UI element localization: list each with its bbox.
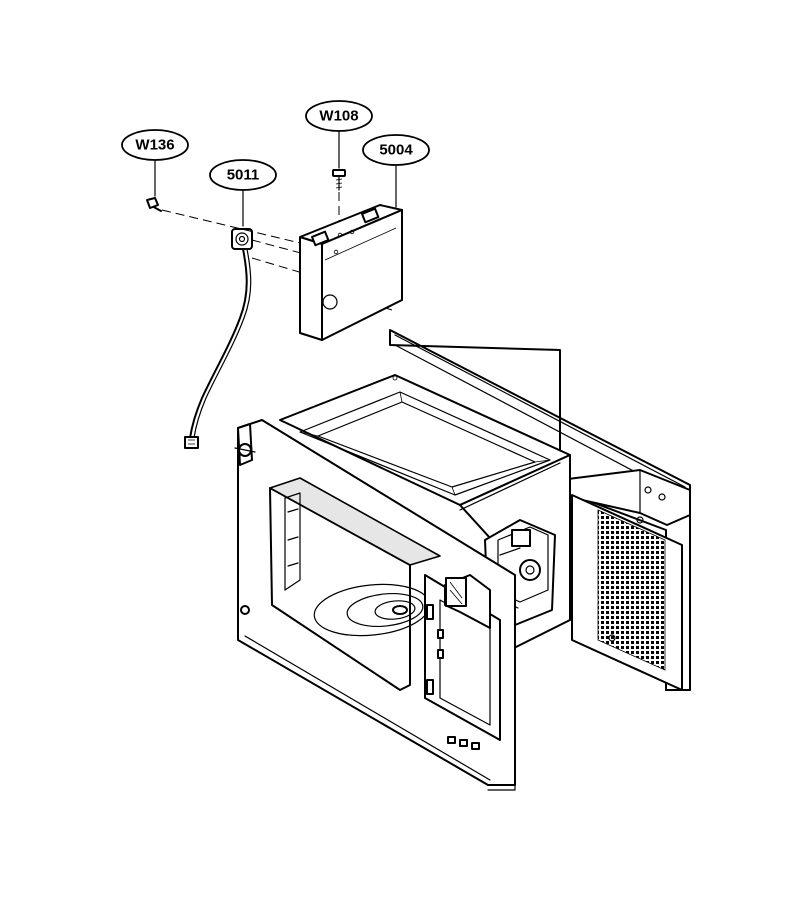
callout-label-w108: W108 <box>319 108 358 125</box>
callout-label-w136: W136 <box>135 137 174 154</box>
vent-perforation <box>597 509 666 671</box>
microwave-cavity-assembly <box>234 329 691 791</box>
screw-w136 <box>146 197 162 212</box>
sensor-5011 <box>184 228 253 449</box>
callout-5011: 5011 <box>209 159 277 227</box>
cover-bracket-5004 <box>299 204 403 341</box>
callout-w108: W108 <box>305 100 373 169</box>
screw-w108 <box>332 169 346 191</box>
callout-5004: 5004 <box>362 134 430 208</box>
callout-w136: W136 <box>121 129 189 197</box>
callout-label-5011: 5011 <box>227 167 260 184</box>
callout-label-5004: 5004 <box>379 142 413 159</box>
